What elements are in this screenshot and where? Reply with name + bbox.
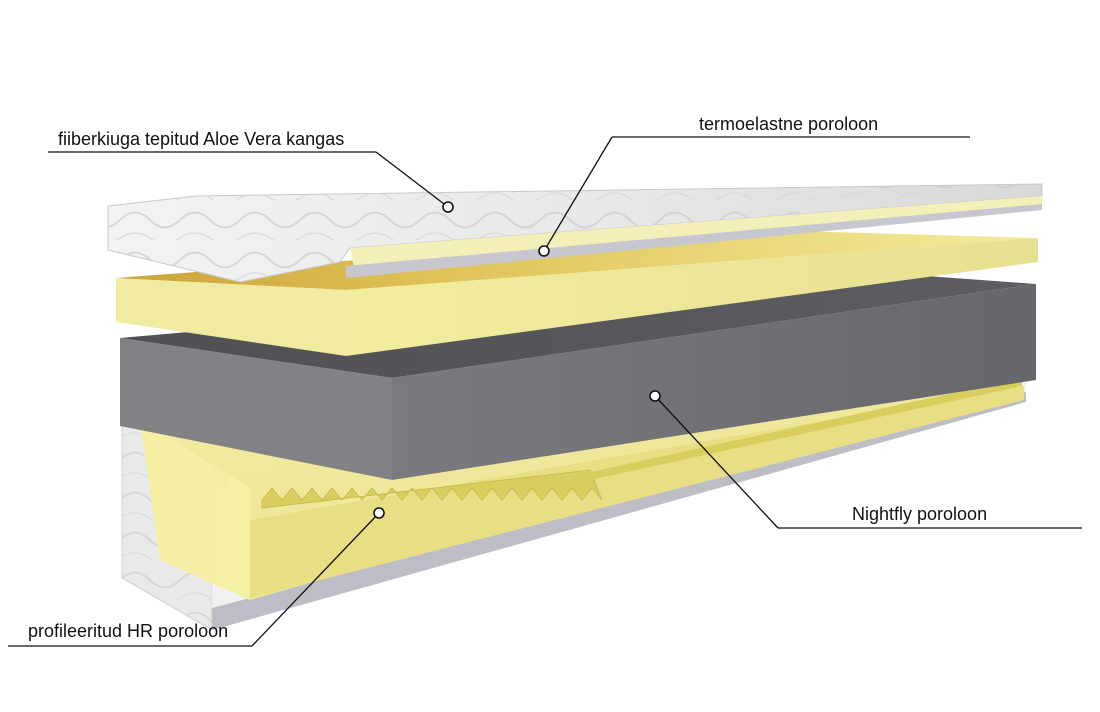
label-nightfly-foam: Nightfly poroloon xyxy=(852,504,987,524)
callout-profiled-foam: profileeritud HR poroloon xyxy=(8,507,385,647)
leader-line xyxy=(375,151,449,208)
layer-aloe-vera-cover xyxy=(107,183,1043,283)
leader-line xyxy=(543,136,613,252)
callout-marker xyxy=(373,507,385,519)
callout-marker xyxy=(442,201,454,213)
label-thermo-foam: termoelastne poroloon xyxy=(699,114,878,134)
leader-line xyxy=(654,395,779,529)
callout-marker xyxy=(538,245,550,257)
leader-line xyxy=(251,512,380,647)
callout-marker xyxy=(649,390,661,402)
callout-thermo-foam: termoelastne poroloon xyxy=(538,114,970,257)
label-profiled-foam: profileeritud HR poroloon xyxy=(28,621,228,641)
callout-nightfly-foam: Nightfly poroloon xyxy=(649,390,1082,529)
label-top-cover: fiiberkiuga tepitud Aloe Vera kangas xyxy=(58,129,344,149)
callout-top-cover: fiiberkiuga tepitud Aloe Vera kangas xyxy=(48,129,454,213)
